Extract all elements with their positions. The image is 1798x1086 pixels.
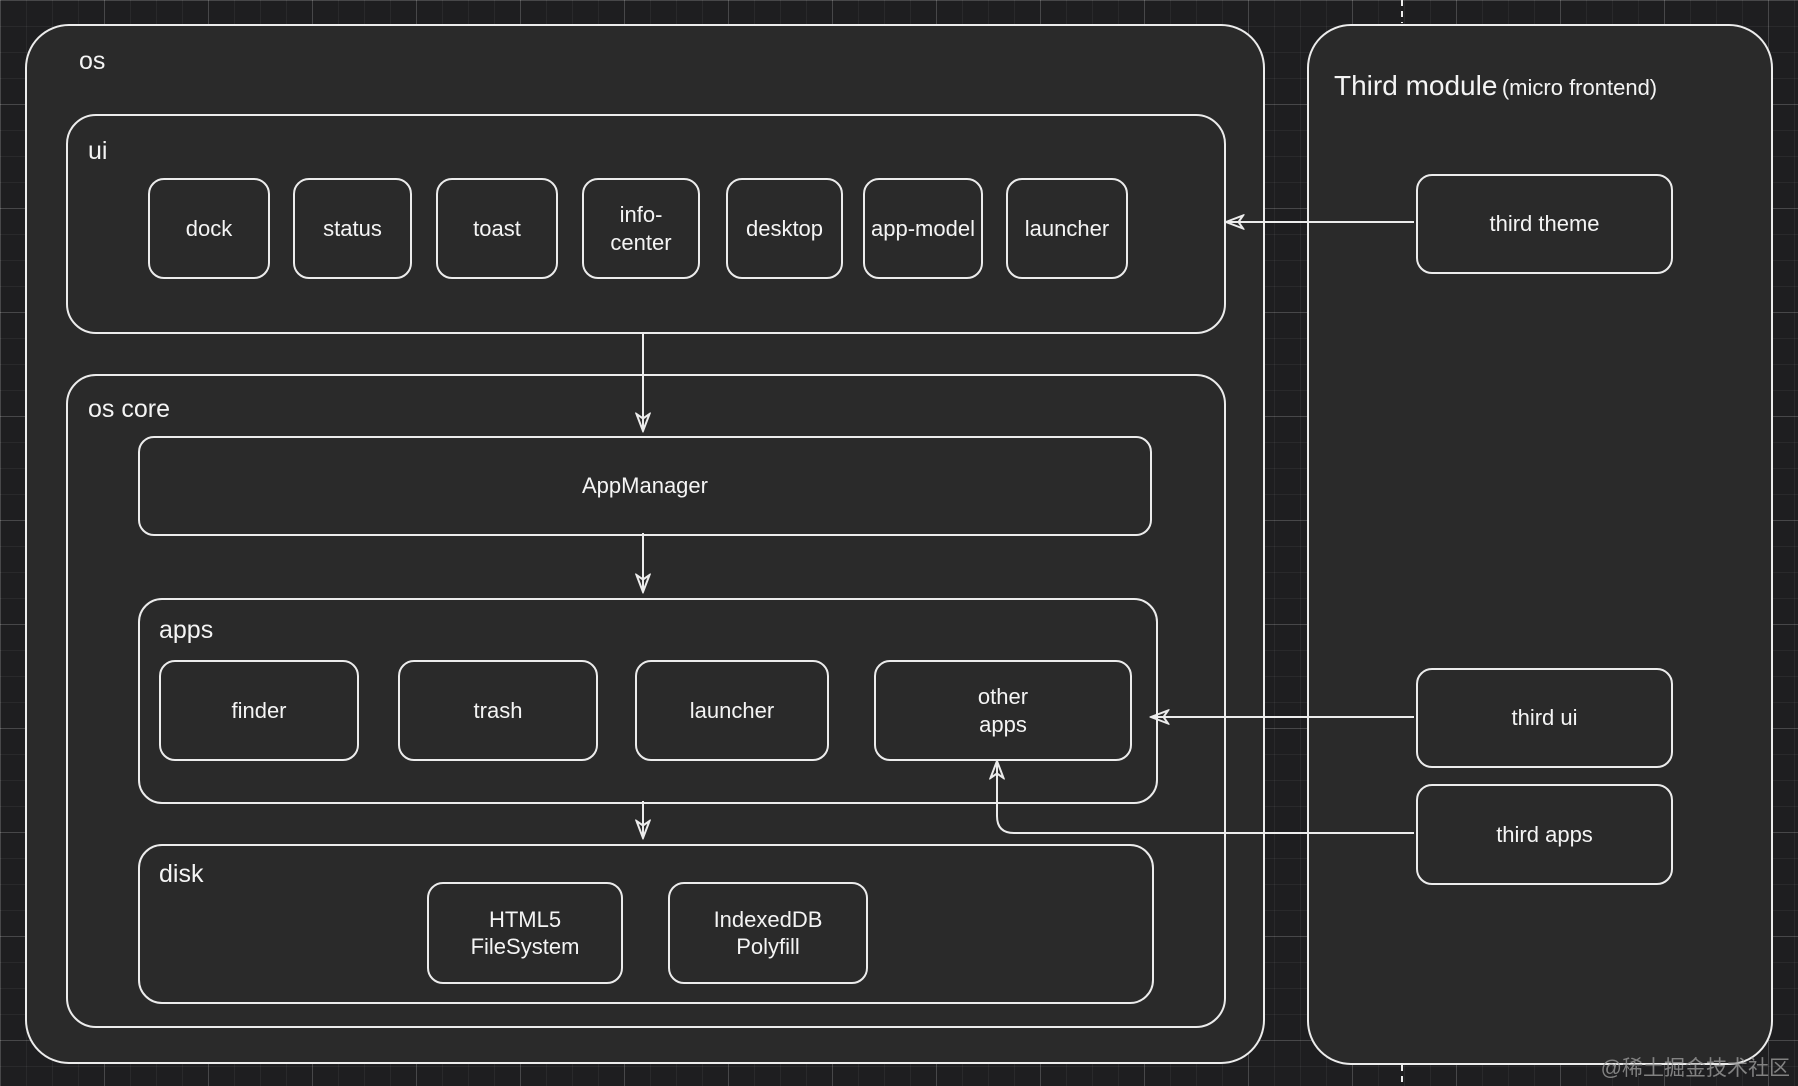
node-toast: toast	[436, 178, 558, 279]
node-third-ui-label: third ui	[1511, 705, 1578, 731]
node-indexeddb-polyfill-label-line2: Polyfill	[736, 934, 800, 959]
node-status-label: status	[323, 215, 382, 241]
node-app-manager-label: AppManager	[582, 473, 708, 499]
node-trash-label: trash	[473, 697, 523, 723]
node-indexeddb-polyfill: IndexedDB Polyfill	[668, 882, 868, 984]
node-third-theme-label: third theme	[1489, 211, 1600, 237]
watermark: @稀土掘金技术社区	[1600, 1057, 1790, 1080]
group-disk-label: disk	[159, 860, 204, 888]
node-other-apps: other apps	[874, 660, 1132, 761]
node-info-center-label-line1: info-	[619, 202, 663, 227]
node-app-manager: AppManager	[138, 436, 1152, 536]
third-module-title-text: Third module	[1334, 70, 1498, 101]
node-other-apps-label-line1: other	[977, 684, 1029, 709]
node-apps-launcher: launcher	[635, 660, 829, 761]
group-third-module: Third module (micro frontend) third them…	[1307, 24, 1773, 1065]
node-desktop-label: desktop	[745, 215, 824, 241]
third-module-subtitle-text: (micro frontend)	[1501, 75, 1658, 100]
node-desktop: desktop	[726, 178, 843, 279]
group-disk: disk HTML5 FileSystem IndexedDB Polyfill	[138, 844, 1154, 1004]
node-trash: trash	[398, 660, 598, 761]
group-os: os ui dock status toast info- center des…	[25, 24, 1265, 1064]
node-third-theme: third theme	[1416, 174, 1673, 274]
node-app-model: app-model	[863, 178, 983, 279]
group-apps: apps finder trash launcher other apps	[138, 598, 1158, 804]
node-ui-launcher: launcher	[1006, 178, 1128, 279]
group-os-core: os core AppManager apps finder trash lau…	[66, 374, 1226, 1028]
node-dock: dock	[148, 178, 270, 279]
node-finder-label: finder	[231, 697, 287, 723]
node-other-apps-label-line2: apps	[979, 711, 1027, 737]
node-html5-filesystem: HTML5 FileSystem	[427, 882, 623, 984]
node-finder: finder	[159, 660, 359, 761]
node-info-center: info- center	[582, 178, 700, 279]
node-html5-filesystem-label-line2: FileSystem	[470, 934, 580, 959]
third-module-title: Third module (micro frontend)	[1334, 70, 1657, 102]
node-toast-label: toast	[473, 215, 521, 241]
node-dock-label: dock	[185, 215, 233, 241]
node-ui-launcher-label: launcher	[1024, 215, 1110, 241]
group-apps-label: apps	[159, 616, 214, 644]
node-app-model-label: app-model	[871, 215, 975, 241]
group-ui-label: ui	[88, 137, 108, 165]
node-apps-launcher-label: launcher	[689, 697, 775, 723]
node-status: status	[293, 178, 412, 279]
group-os-core-label: os core	[88, 395, 170, 423]
node-third-apps-label: third apps	[1496, 821, 1593, 847]
node-third-ui: third ui	[1416, 668, 1673, 768]
node-info-center-label-line2: center	[610, 229, 672, 255]
node-html5-filesystem-label-line1: HTML5	[488, 906, 562, 932]
node-indexeddb-polyfill-label-line1: IndexedDB	[713, 906, 823, 932]
node-third-apps: third apps	[1416, 784, 1673, 885]
group-os-label: os	[79, 47, 106, 75]
group-ui: ui dock status toast info- center deskto…	[66, 114, 1226, 334]
